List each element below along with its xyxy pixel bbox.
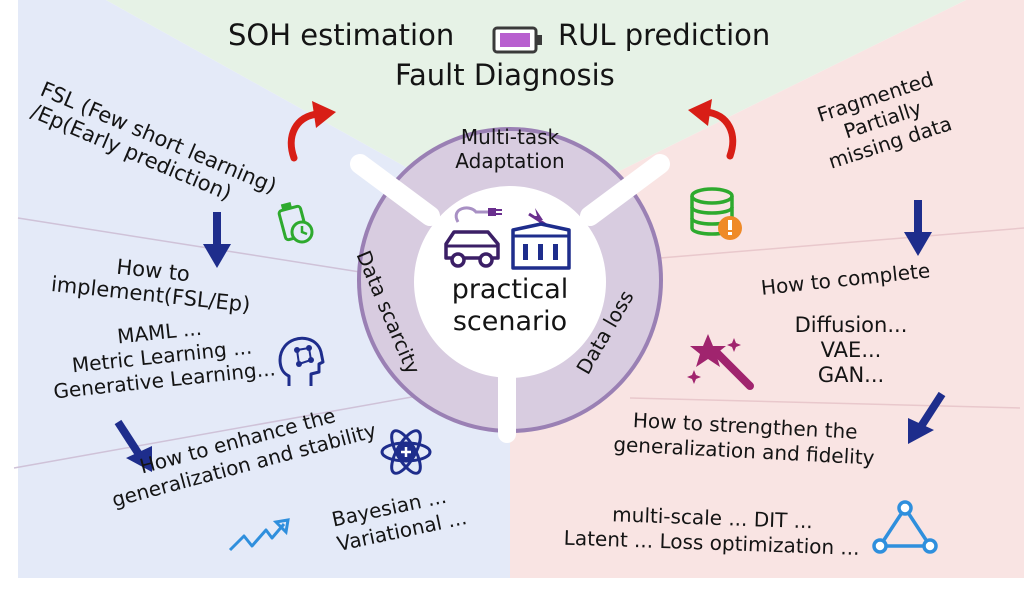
down-arrow-icon xyxy=(203,212,231,268)
redo-arrow-icon xyxy=(287,101,336,162)
undo-arrow-icon xyxy=(688,99,737,160)
electric-car-icon xyxy=(444,206,502,268)
triangle-network-icon xyxy=(872,500,938,554)
divider-right-bottom xyxy=(629,397,1021,409)
vae-line: VAE... xyxy=(820,338,882,363)
divider-left-top xyxy=(17,217,361,273)
sector-separator-right xyxy=(580,154,670,226)
sector-separator-left xyxy=(350,154,440,226)
left-panel xyxy=(18,0,510,578)
practical-scenario-label: practical scenario xyxy=(430,274,590,338)
diffusion-line: Diffusion... xyxy=(794,313,908,337)
multi-task-line2: Adaptation xyxy=(455,149,565,173)
gan-line: GAN... xyxy=(817,363,885,388)
scenario-line: scenario xyxy=(452,306,568,338)
rul-prediction-label: RUL prediction xyxy=(558,18,771,52)
top-panel xyxy=(106,0,966,225)
fault-diagnosis-label: Fault Diagnosis xyxy=(395,58,615,92)
generative-methods-label: Diffusion... VAE... GAN... xyxy=(776,314,926,386)
trend-arrow-icon xyxy=(228,518,290,552)
divider-left-bottom xyxy=(13,391,441,469)
down-right-arrow-icon xyxy=(114,419,152,472)
soh-estimation-label: SOH estimation xyxy=(228,18,455,52)
magic-wand-icon xyxy=(687,334,754,390)
atom-icon xyxy=(380,429,432,475)
stopwatch-battery-icon xyxy=(277,201,314,244)
charging-station-icon xyxy=(511,208,571,270)
practical-line: practical xyxy=(451,274,569,305)
multi-task-line1: Multi-task xyxy=(460,125,560,149)
divider-right-top xyxy=(659,227,1024,259)
down-left-arrow-icon xyxy=(908,391,946,444)
database-warning-icon xyxy=(690,187,742,240)
battery-icon xyxy=(492,26,542,54)
right-panel xyxy=(510,0,1024,578)
brain-network-icon xyxy=(278,336,325,386)
down-arrow-icon-right xyxy=(904,200,932,256)
multi-task-adaptation-label: Multi-task Adaptation xyxy=(444,127,576,172)
